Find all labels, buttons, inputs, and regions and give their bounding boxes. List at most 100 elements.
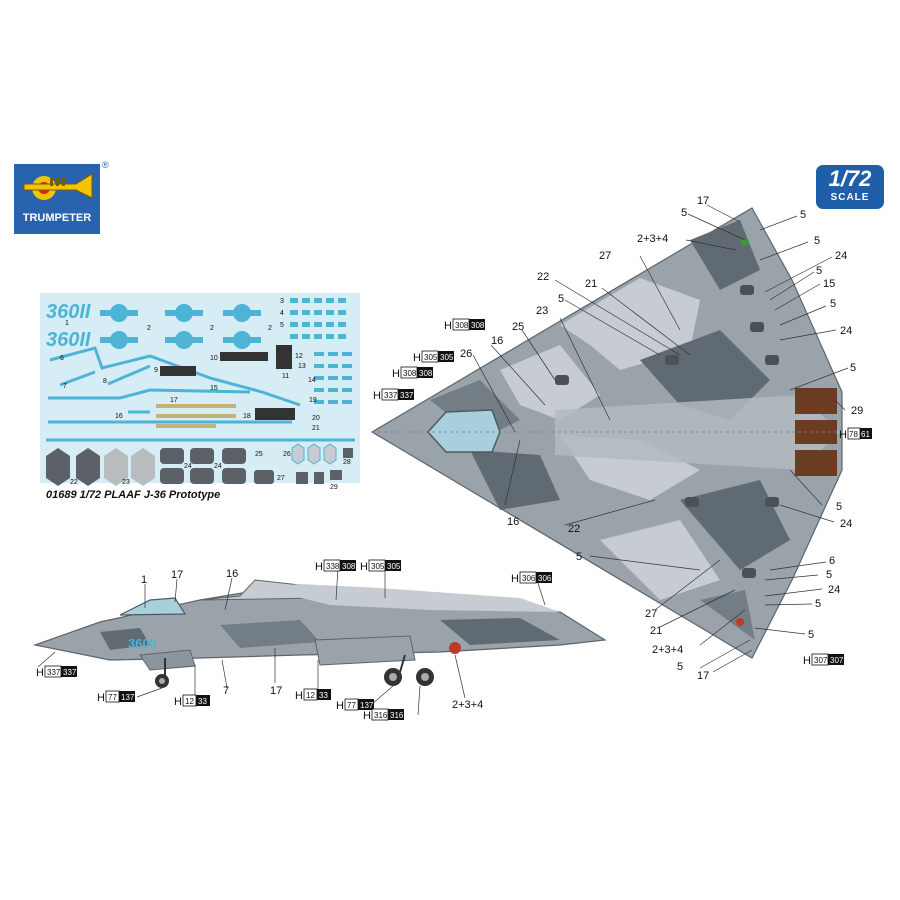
- top-callout: 24: [840, 518, 852, 530]
- svg-text:308: 308: [342, 562, 356, 571]
- side-view-roundel: [449, 642, 461, 654]
- decal-number: 15: [210, 385, 218, 392]
- camo-panel-decals: [46, 443, 353, 486]
- stencil-decals: [290, 298, 352, 404]
- camo-patch-mid: [700, 590, 755, 640]
- decal-number: 24: [214, 463, 222, 470]
- top-callout: 5: [800, 209, 806, 221]
- svg-text:H: H: [511, 573, 519, 585]
- side-callout: 1: [141, 574, 147, 586]
- trumpeter-logo: [14, 164, 100, 234]
- color-ref-chip: H 338 308: [315, 559, 356, 573]
- panel-decal: [156, 404, 236, 408]
- top-callout: 17: [697, 670, 709, 682]
- scale-word: SCALE: [830, 192, 870, 203]
- roundel-bar: [223, 337, 261, 343]
- svg-text:316: 316: [374, 711, 388, 720]
- side-view-color-refs: H 338 308 H 305 305 H 306 306 H 337 337: [36, 559, 552, 722]
- brand-name: TRUMPETER: [22, 212, 92, 224]
- top-callout: 5: [816, 265, 822, 277]
- trumpet-icon: [23, 173, 93, 200]
- stripe-decal: [107, 364, 151, 386]
- svg-text:305: 305: [371, 562, 385, 571]
- top-callout: 17: [697, 195, 709, 207]
- decal-number: 24: [184, 463, 192, 470]
- camo-patch-mid: [220, 620, 320, 648]
- decal-number: 25: [255, 451, 263, 458]
- camo-patch-dark: [690, 220, 760, 290]
- svg-text:77: 77: [108, 693, 117, 702]
- svg-text:12: 12: [306, 691, 315, 700]
- panel-decals: [156, 345, 295, 428]
- svg-text:308: 308: [419, 369, 433, 378]
- decal-number: 11: [282, 373, 289, 380]
- svg-text:H: H: [336, 700, 344, 712]
- svg-text:H: H: [36, 667, 44, 679]
- registered-mark: ®: [102, 160, 109, 170]
- svg-text:33: 33: [198, 697, 207, 706]
- side-view-callouts: 1 17 16 7 17 2+3+4: [141, 568, 483, 711]
- top-callout: 27: [645, 608, 657, 620]
- top-callout: 2+3+4: [652, 644, 683, 656]
- top-callout: 23: [536, 305, 548, 317]
- top-view-callouts: 17 5 2+3+4 27 22 21 5 23 25 16 26 16 22 …: [460, 195, 863, 682]
- svg-text:308: 308: [471, 321, 485, 330]
- camo-patch-dark: [440, 618, 560, 645]
- top-callout: 22: [537, 271, 549, 283]
- camo-patch-dark: [640, 330, 770, 420]
- svg-text:12: 12: [185, 697, 194, 706]
- svg-text:H: H: [97, 692, 105, 704]
- svg-text:137: 137: [360, 701, 374, 710]
- camo-patch-dark: [100, 628, 150, 650]
- decal-sheet-title: 01689 1/72 PLAAF J-36 Prototype: [46, 489, 221, 501]
- decal-number: 2: [268, 325, 272, 332]
- camo-panel: [104, 448, 128, 486]
- top-callout: 5: [677, 661, 683, 673]
- color-ref-chip: H 305 305: [360, 559, 401, 573]
- decal-number-labels: 1 2 2 2 3 4 5 6 7 8 9 10 11 12 13 14 15 …: [60, 298, 351, 491]
- decal-number: 26: [283, 451, 291, 458]
- decal-number: 6: [60, 355, 64, 362]
- decal-number: 22: [70, 479, 78, 486]
- top-callout: 24: [835, 250, 847, 262]
- color-ref-chip: H 307 307: [803, 653, 844, 667]
- svg-text:307: 307: [814, 656, 828, 665]
- camo-patch-light: [500, 345, 600, 420]
- camo-patch-light: [560, 278, 700, 370]
- top-callout: 5: [815, 598, 821, 610]
- svg-text:306: 306: [538, 574, 552, 583]
- decal-number: 13: [298, 363, 306, 370]
- svg-text:305: 305: [424, 353, 438, 362]
- exhaust-nozzle: [795, 450, 837, 476]
- color-ref-chip: H 337 337: [36, 665, 77, 679]
- svg-text:H: H: [413, 352, 421, 364]
- color-ref-chip: H 337 337: [373, 388, 414, 402]
- top-view-leader-lines: [472, 204, 849, 673]
- roundel-bar: [165, 310, 203, 316]
- decal-number: 14: [308, 377, 316, 384]
- decal-number: 5: [280, 322, 284, 329]
- main-gear-strut: [399, 654, 406, 673]
- panel-decal: [156, 414, 236, 418]
- top-callout: 16: [507, 516, 519, 528]
- decal-number: 7: [63, 383, 67, 390]
- top-view-color-refs: H 308 308 H 305 305 H 308 308 H 337 337: [373, 318, 872, 667]
- svg-text:H: H: [839, 429, 847, 441]
- svg-text:H: H: [803, 655, 811, 667]
- top-callout: 2+3+4: [637, 233, 668, 245]
- scale-value: 1/72: [828, 166, 872, 191]
- side-callout: 2+3+4: [452, 699, 483, 711]
- color-ref-chip: H 308 308: [392, 366, 433, 380]
- side-view-aircraft: 360II: [32, 579, 607, 688]
- panel-decal: [220, 352, 268, 361]
- top-view-marking: [736, 618, 744, 626]
- roundel-bar: [223, 310, 261, 316]
- decal-number: 10: [210, 355, 218, 362]
- top-callout: 29: [851, 405, 863, 417]
- svg-text:316: 316: [390, 711, 404, 720]
- top-callout: 21: [585, 278, 597, 290]
- svg-text:H: H: [315, 561, 323, 573]
- decal-number: 2: [147, 325, 151, 332]
- top-callout: 22: [568, 523, 580, 535]
- top-callout: 5: [576, 551, 582, 563]
